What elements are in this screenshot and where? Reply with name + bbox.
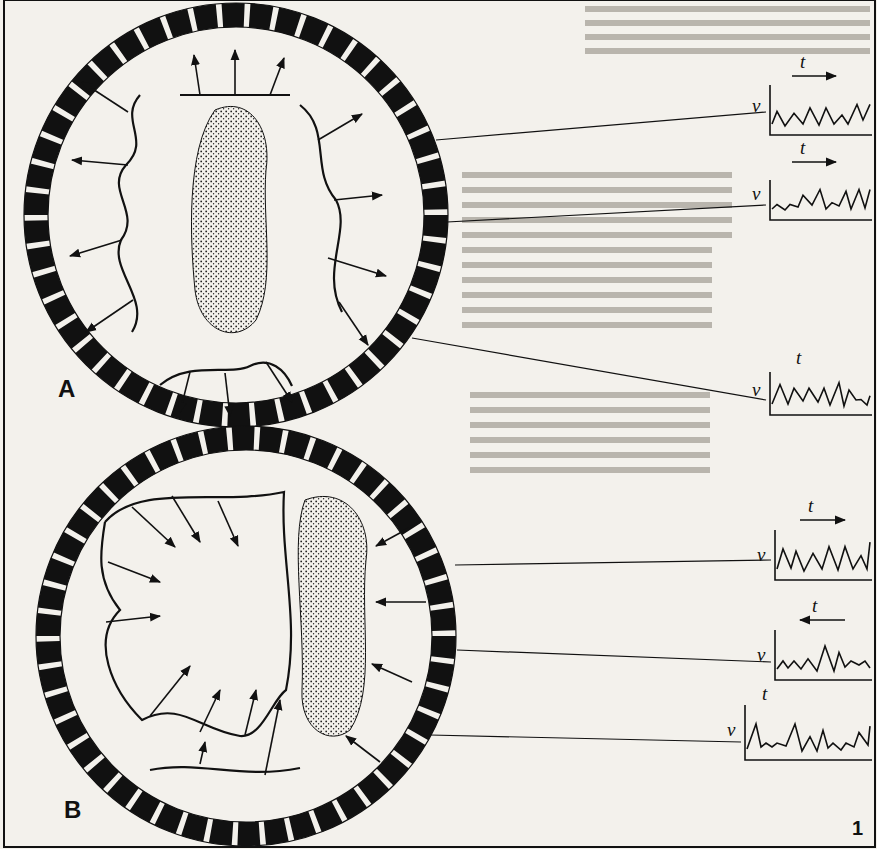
cell-region: A xyxy=(24,3,448,427)
graph-axes xyxy=(745,85,872,760)
panel-letter: B xyxy=(64,798,81,822)
velocity-label: v xyxy=(752,184,760,203)
panel-letter: A xyxy=(58,377,75,401)
velocity-label: v xyxy=(752,96,760,115)
velocity-label: v xyxy=(752,380,760,399)
velocity-label: v xyxy=(727,720,735,739)
cell-wall xyxy=(24,3,456,846)
time-label: t xyxy=(808,496,813,515)
leader-lines xyxy=(412,112,771,742)
figure-number: 1 xyxy=(852,818,863,838)
outward-arrows xyxy=(70,50,386,416)
time-label: t xyxy=(796,348,801,367)
time-label: t xyxy=(812,596,817,615)
cell-region: B xyxy=(36,426,456,846)
time-label: t xyxy=(800,52,805,71)
time-label: t xyxy=(800,138,805,157)
cell-b-contents xyxy=(101,492,367,772)
signal-trace xyxy=(747,104,870,751)
time-label: t xyxy=(762,684,767,703)
velocity-label: v xyxy=(757,645,765,664)
velocity-label: v xyxy=(757,545,765,564)
time-arrows xyxy=(792,76,845,620)
cell-a-contents xyxy=(119,95,342,386)
page-frame xyxy=(4,0,875,847)
background-text xyxy=(462,6,870,473)
inward-arrows xyxy=(106,496,426,775)
